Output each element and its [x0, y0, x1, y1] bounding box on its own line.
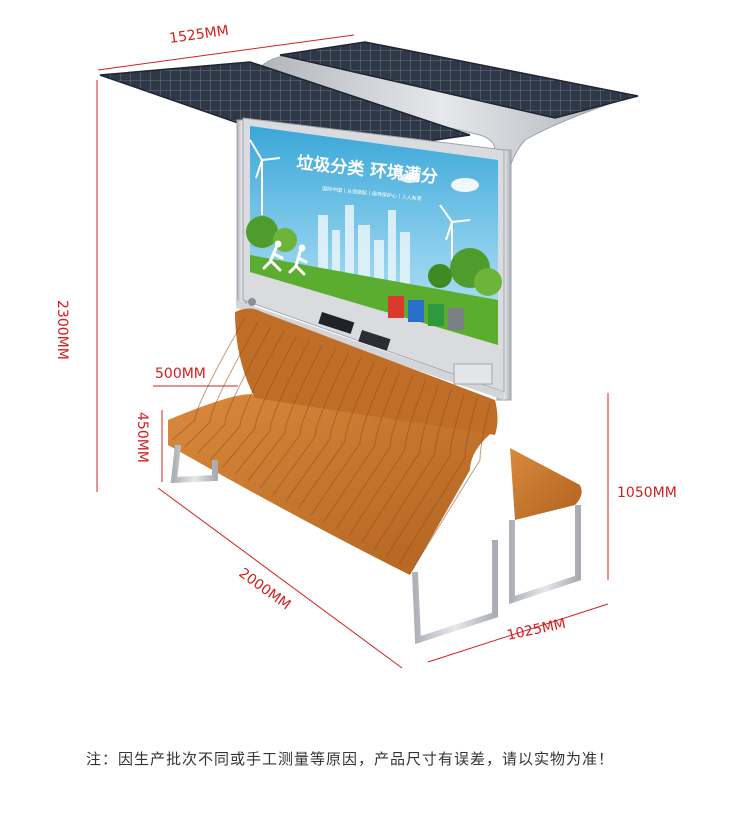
bench-slat — [222, 335, 298, 468]
display-screen — [318, 312, 355, 334]
footer-note: 注：因生产批次不同或手工测量等原因，产品尺寸有误差，请以实物为准！ — [86, 750, 615, 768]
bench-slat — [323, 371, 401, 523]
bench-slat — [335, 375, 414, 530]
bench-slat — [386, 393, 465, 557]
bench-slat — [373, 389, 452, 550]
back-seat — [510, 448, 582, 520]
gray-bin — [448, 308, 464, 330]
green-bin — [428, 304, 444, 326]
red-bin — [388, 296, 404, 318]
poster-trees — [246, 216, 502, 296]
bench-slat — [209, 331, 285, 461]
leg-left — [170, 444, 218, 484]
front-bench — [168, 308, 498, 645]
bench-slat — [184, 322, 259, 448]
bench-slat — [411, 402, 491, 571]
dim-label-top-width: 1525MM — [168, 23, 229, 47]
dim-label-side-depth: 1025MM — [506, 616, 568, 644]
recycling-bins — [388, 296, 464, 330]
dim-label-length: 2000MM — [236, 565, 294, 613]
blue-bin — [408, 300, 424, 322]
front-legs — [170, 444, 498, 645]
dim-label-seat-depth: 500MM — [155, 366, 206, 382]
bench-slat — [196, 326, 272, 455]
bench-slat — [297, 362, 375, 509]
roof — [99, 41, 639, 206]
dim-line-length — [157, 487, 403, 669]
back-legs — [509, 505, 581, 605]
bench-slat — [247, 344, 323, 482]
nfc-pad — [358, 330, 391, 351]
bench-slat — [348, 380, 426, 537]
charge-port-icon — [248, 298, 256, 306]
bench-slat — [234, 340, 310, 475]
bench-slat — [361, 384, 439, 543]
bench-slat — [285, 358, 362, 502]
runner-icon — [262, 240, 308, 276]
bench-slat — [171, 317, 246, 441]
dim-line-top-width — [97, 34, 355, 71]
poster-skyline — [318, 205, 410, 290]
bench-slat — [398, 398, 478, 564]
bench-slat — [310, 367, 388, 516]
dim-label-seat-height: 450MM — [134, 412, 150, 463]
control-strip — [236, 298, 504, 400]
leg-right — [412, 540, 498, 645]
dim-line-side-depth — [427, 603, 609, 663]
poster-board: 垃圾分类 环境满分 国际中国丨从我做起丨倡导保护心丨人人有责 — [242, 117, 505, 393]
bench-slats — [171, 317, 491, 571]
dimension-lines — [96, 34, 609, 669]
bench-slat — [272, 353, 349, 496]
solar-panel-right — [279, 41, 639, 119]
dim-label-side-height: 1050MM — [617, 485, 677, 501]
dim-label-height-total: 2300MM — [54, 300, 70, 360]
bench-slat — [260, 349, 336, 489]
drawer — [453, 363, 493, 385]
back-bench — [509, 448, 582, 605]
